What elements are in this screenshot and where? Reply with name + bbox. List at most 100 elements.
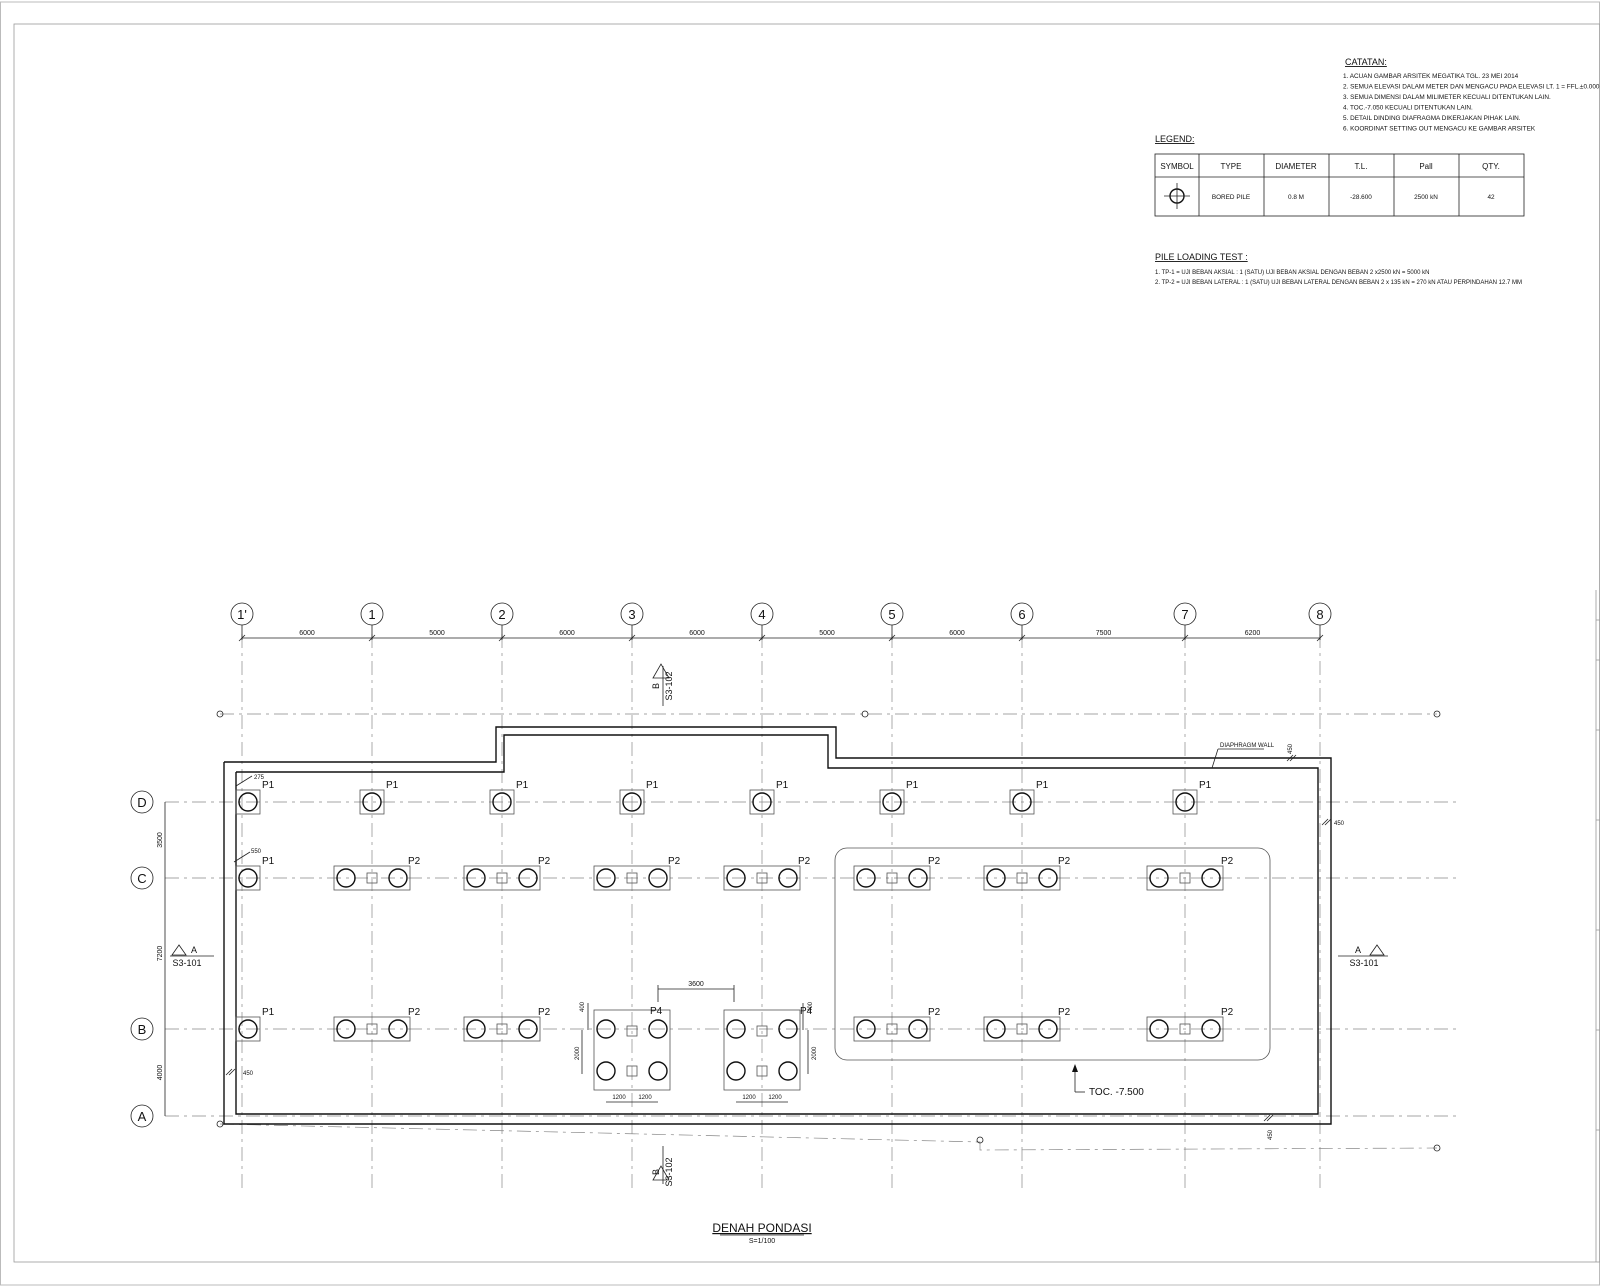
legend-cell-5: 42 — [1487, 194, 1495, 201]
bored-pile — [1149, 868, 1169, 888]
pile-cap-p2 — [1146, 1016, 1224, 1042]
pile-cap-p1 — [1172, 789, 1198, 815]
diaphragm-wall-outer — [223, 726, 1332, 1125]
bored-pile — [648, 1061, 668, 1081]
dimension-tick — [238, 634, 246, 642]
bored-pile — [518, 868, 538, 888]
pile-cap-label: P2 — [668, 856, 681, 867]
p4-dim: 1200 — [742, 1095, 756, 1101]
pile-cap-label: P2 — [1221, 1007, 1234, 1018]
bored-pile — [1038, 868, 1058, 888]
toc-zone-outline — [834, 847, 1271, 1061]
pile-cap-column — [756, 1065, 768, 1077]
legend-cell-2: 0.8 M — [1288, 194, 1304, 201]
bored-pile — [986, 868, 1006, 888]
p4-dim: 2000 — [812, 1046, 818, 1060]
dimension-tick — [628, 634, 636, 642]
pile-test-item: 2. TP-2 = UJI BEBAN LATERAL : 1 (SATU) U… — [1155, 280, 1522, 286]
pile-cap-p2 — [593, 865, 671, 891]
bored-pile — [518, 1019, 538, 1039]
legend-header-3: T.L. — [1355, 162, 1368, 171]
wall-thickness-tick — [1263, 1114, 1271, 1122]
sheet-inner-border — [13, 23, 1600, 1263]
bored-pile — [388, 1019, 408, 1039]
note-item: 5. DETAIL DINDING DIAFRAGMA DIKERJAKAN P… — [1343, 115, 1521, 122]
pile-cap-p2 — [333, 1016, 411, 1042]
grid-bubble-row — [130, 866, 154, 890]
drawing-title: DENAH PONDASI — [712, 1221, 811, 1235]
p4-spacing: 3600 — [688, 981, 704, 988]
column-spacing: 7500 — [1096, 630, 1112, 637]
pile-cap-p4 — [723, 1009, 801, 1091]
grid-bubble-col-label: 3 — [628, 607, 635, 622]
column-spacing: 6000 — [949, 630, 965, 637]
boundary-line-bottom — [219, 1123, 1438, 1151]
column-spacing: 5000 — [429, 630, 445, 637]
grid-bubble-col-label: 5 — [888, 607, 895, 622]
legend-header-2: DIAMETER — [1275, 162, 1317, 171]
diaphragm-leader — [1211, 748, 1219, 769]
dimension-tick — [1018, 634, 1026, 642]
bored-pile — [778, 1019, 798, 1039]
p4-dim: 1200 — [612, 1095, 626, 1101]
boundary-marker — [861, 710, 869, 718]
wall-thickness-left: 450 — [243, 1071, 254, 1077]
pile-cap-label: P2 — [1058, 1007, 1071, 1018]
dim-leader — [233, 851, 251, 863]
pile-cap-column — [1016, 1023, 1028, 1035]
bored-pile — [752, 792, 772, 812]
pile-cap-p1 — [489, 789, 515, 815]
bored-pile — [778, 1061, 798, 1081]
note-item: 6. KOORDINAT SETTING OUT MENGACU KE GAMB… — [1343, 126, 1536, 133]
dim-275: 275 — [254, 775, 265, 781]
pile-cap-label: P1 — [776, 780, 789, 791]
p4-dim: 1200 — [638, 1095, 652, 1101]
bored-pile — [596, 1019, 616, 1039]
legend-cell-4: 2500 kN — [1414, 194, 1438, 201]
boundary-marker — [1433, 1144, 1441, 1152]
pile-cap-p1 — [1009, 789, 1035, 815]
row-spacing: 3500 — [157, 832, 164, 848]
section-b-bottom-ref: S3-102 — [664, 1157, 674, 1186]
bored-pile — [492, 792, 512, 812]
notes-title: CATATAN: — [1345, 57, 1387, 67]
pile-cap-p2 — [723, 865, 801, 891]
pile-cap-label: P2 — [928, 856, 941, 867]
bored-pile — [1149, 1019, 1169, 1039]
toc-label: TOC. -7.500 — [1089, 1087, 1144, 1098]
section-b-bottom: B — [651, 1169, 661, 1175]
grid-bubble-col-label: 6 — [1018, 607, 1025, 622]
pile-cap-column — [1016, 872, 1028, 884]
drawing-scale: S=1/100 — [749, 1238, 775, 1245]
dim-leader — [235, 775, 253, 787]
pile-cap-p1 — [879, 789, 905, 815]
column-spacing: 6000 — [689, 630, 705, 637]
pile-cap-label: P2 — [798, 856, 811, 867]
legend-cell-1: BORED PILE — [1212, 194, 1250, 201]
toc-arrow-icon — [1072, 1064, 1078, 1072]
bored-pile — [1012, 792, 1032, 812]
dimension-tick — [758, 634, 766, 642]
pile-cap-p1 — [235, 789, 261, 815]
grid-bubble-row-label: B — [138, 1022, 147, 1037]
grid-bubble-row-label: A — [138, 1109, 147, 1124]
bored-pile — [466, 1019, 486, 1039]
pile-test-title: PILE LOADING TEST : — [1155, 252, 1248, 262]
pile-cap-p1 — [235, 1016, 261, 1042]
wall-thickness-tick — [1286, 754, 1294, 762]
column-spacing: 6000 — [559, 630, 575, 637]
pile-cap-label: P1 — [906, 780, 919, 791]
pile-cap-p2 — [853, 865, 931, 891]
section-a-right: A — [1355, 945, 1361, 955]
pile-cap-label: P1 — [1199, 780, 1212, 791]
pile-test-block: PILE LOADING TEST : 1. TP-1 = UJI BEBAN … — [1155, 252, 1522, 286]
pile-cap-label: P1 — [516, 780, 529, 791]
bored-pile — [856, 868, 876, 888]
diaphragm-wall-label: DIAPHRAGM WALL — [1220, 743, 1275, 749]
bored-pile — [648, 868, 668, 888]
pile-cap-column — [626, 1025, 638, 1037]
boundary-marker — [216, 1120, 224, 1128]
pile-cap-label: P4 — [650, 1006, 663, 1017]
